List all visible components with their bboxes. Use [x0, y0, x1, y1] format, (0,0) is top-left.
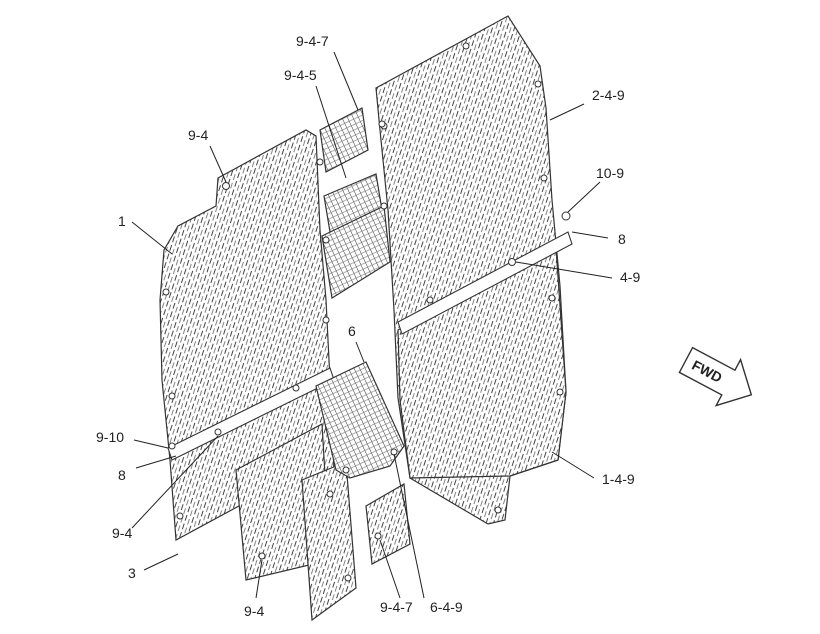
- left-bolt: [168, 392, 176, 400]
- lower-small-plate: [365, 483, 411, 565]
- callout-8-right: 8: [618, 231, 626, 247]
- callout-9-4-bottom: 9-4: [244, 603, 264, 619]
- callout-9-4-7-bottom: 9-4-7: [380, 599, 413, 615]
- bracket6-bolt: [342, 466, 350, 474]
- right-bolt-4-9: [508, 258, 516, 266]
- left-bolt-9-4: [222, 182, 230, 190]
- right-bolt: [462, 42, 470, 50]
- strip-bolt: [326, 490, 334, 498]
- left-bolt: [214, 428, 222, 436]
- strip-bolt-9-4: [258, 552, 266, 560]
- left-bolt: [322, 316, 330, 324]
- callout-8-left: 8: [118, 467, 126, 483]
- leader-lines: [131, 51, 613, 599]
- forward-arrow-icon: [678, 346, 753, 407]
- callout-9-10: 9-10: [96, 429, 124, 445]
- right-bolt-10-9: [561, 211, 571, 221]
- callout-1-4-9: 1-4-9: [602, 471, 635, 487]
- callout-labels: 9-4-7 9-4-5 9-4 1 2-4-9 10-9 8 4-9 6 9-1…: [96, 33, 640, 619]
- callout-6: 6: [348, 323, 356, 339]
- right-bolt: [548, 294, 556, 302]
- callout-3: 3: [128, 565, 136, 581]
- callout-9-4-top: 9-4: [188, 127, 208, 143]
- callout-4-9: 4-9: [620, 269, 640, 285]
- callout-6-4-9: 6-4-9: [430, 599, 463, 615]
- callout-2-4-9: 2-4-9: [592, 87, 625, 103]
- callout-1: 1: [118, 213, 126, 229]
- right-bolt: [426, 296, 434, 304]
- callout-10-9: 10-9: [596, 165, 624, 181]
- callout-9-4-left: 9-4: [112, 525, 132, 541]
- callout-9-4-7-top: 9-4-7: [296, 33, 329, 49]
- left-bolt-9-10: [168, 442, 176, 450]
- upper-brackets: [316, 107, 391, 299]
- bracket-bolt: [378, 120, 386, 128]
- small-plate-bolt: [374, 532, 382, 540]
- fwd-arrow: FWD: [678, 346, 753, 407]
- strip-bolt: [344, 574, 352, 582]
- center-bracket-6: [315, 361, 405, 479]
- left-panel: [159, 129, 335, 541]
- lower-left-strips: [235, 423, 357, 622]
- left-bolt: [162, 288, 170, 296]
- right-bolt: [534, 80, 542, 88]
- left-bolt: [176, 512, 184, 520]
- right-bolt: [494, 506, 502, 514]
- right-bolt: [556, 388, 564, 396]
- left-bolt: [292, 384, 300, 392]
- right-panel: [375, 15, 573, 525]
- bracket-bolt: [316, 158, 324, 166]
- right-bolt: [540, 174, 548, 182]
- callout-9-4-5: 9-4-5: [284, 67, 317, 83]
- bracket-bolt-9-4-5: [380, 202, 388, 210]
- bracket-bolt: [322, 236, 330, 244]
